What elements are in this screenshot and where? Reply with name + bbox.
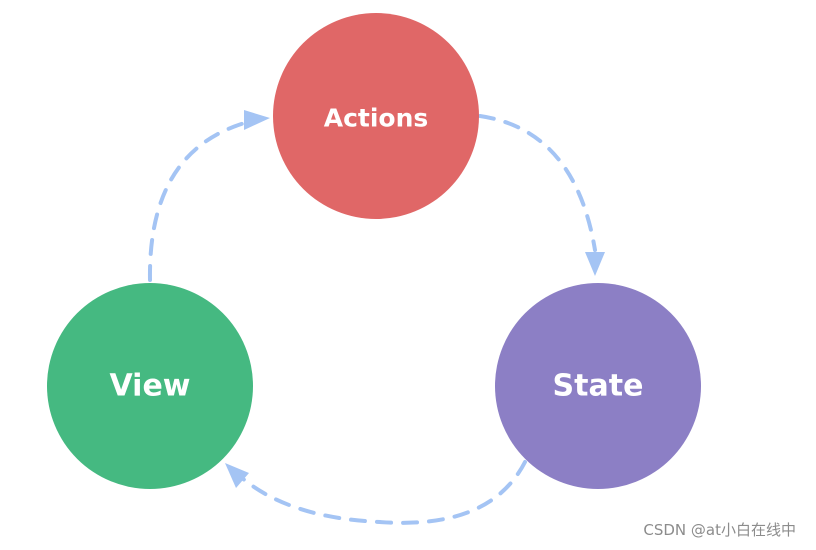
state-circle [495,283,701,489]
node-state: State [495,283,701,489]
arrow-state-to-view [240,460,527,525]
actions-circle [273,13,479,219]
node-actions: Actions [273,13,479,219]
arrowhead-actions-to-state [585,252,605,276]
csdn-watermark: CSDN @at小白在线中 [637,517,802,542]
arrowhead-state-to-view [225,463,249,488]
view-circle [47,283,253,489]
arrow-actions-to-state [478,114,597,252]
node-view: View [47,283,253,489]
actions-label: Actions [324,104,429,133]
arrow-view-to-actions [147,120,250,282]
arrowhead-view-to-actions [244,110,270,130]
view-label: View [109,369,190,404]
state-label: State [553,369,644,404]
